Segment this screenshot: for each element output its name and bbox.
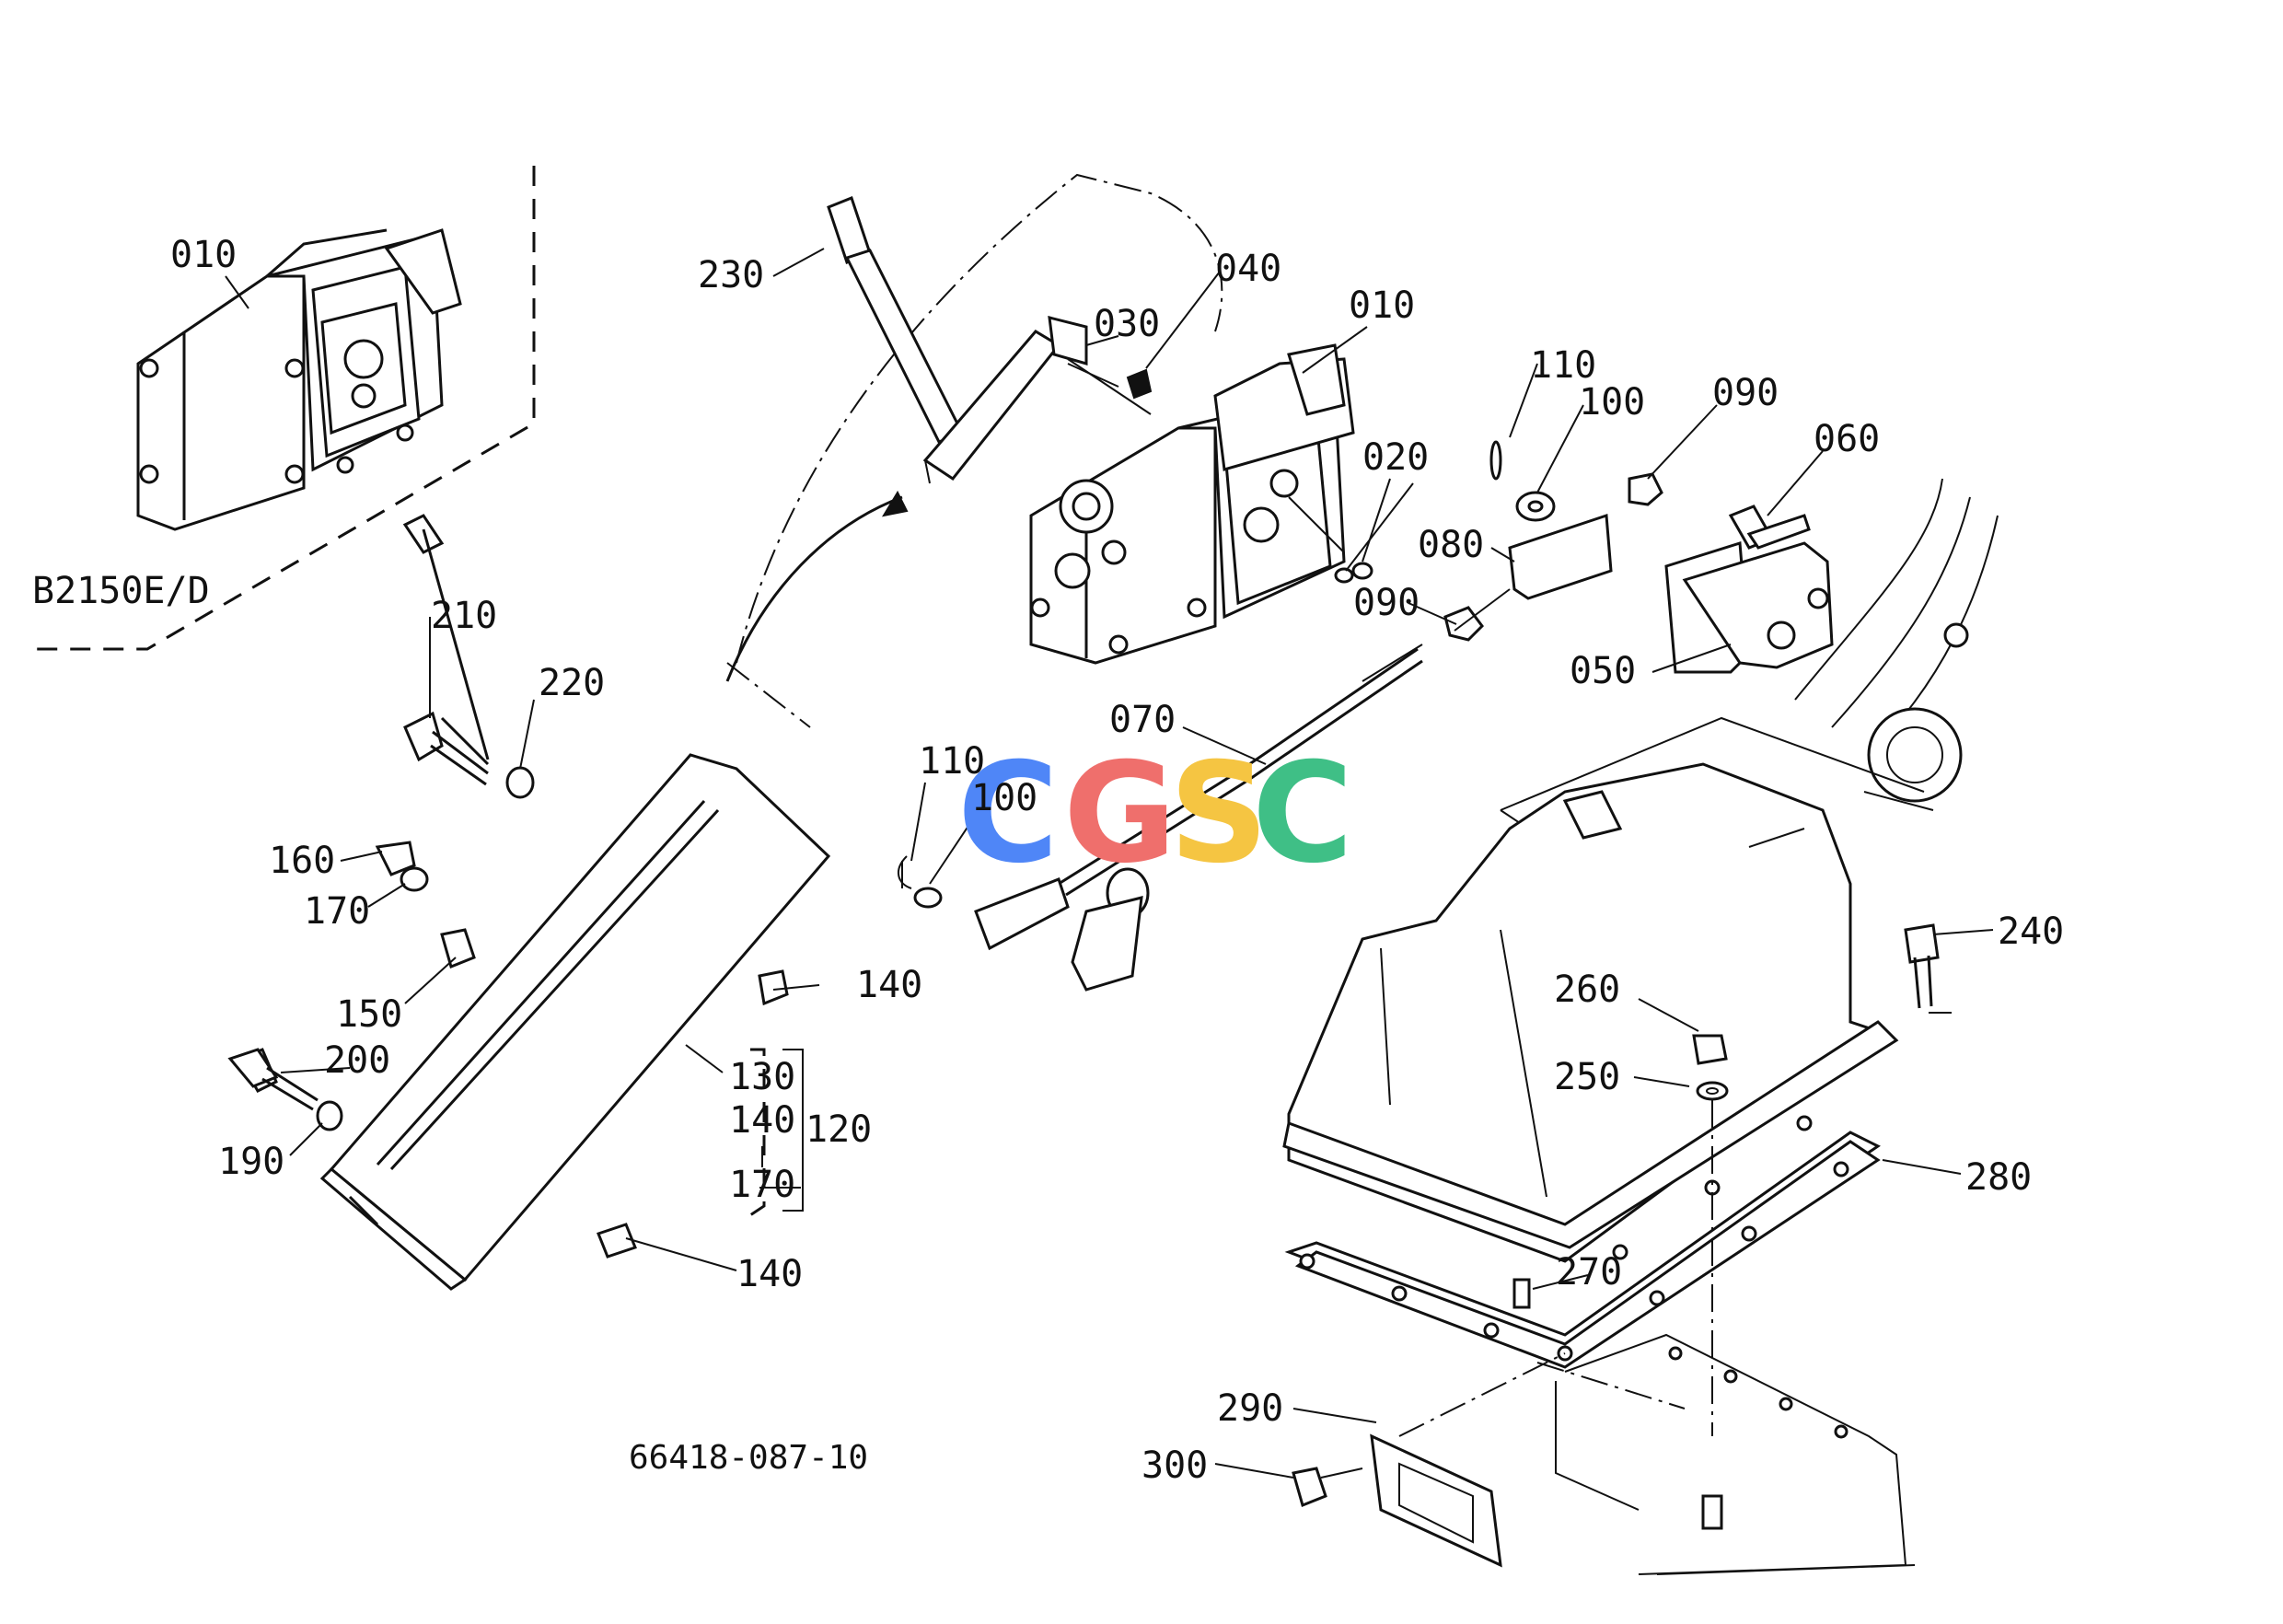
part-label: 230 <box>698 254 764 296</box>
watermark-letter-2: G <box>1063 734 1176 894</box>
part-label: 200 <box>324 1039 390 1082</box>
cover-fasteners <box>227 711 789 1259</box>
main-pump-drawing <box>1029 343 1355 665</box>
part-label: 130 <box>729 1056 795 1098</box>
part-labels: 010 230 030 040 010 110 100 090 060 020 … <box>170 234 2064 1487</box>
part-label: 250 <box>1554 1056 1620 1098</box>
part-label: 020 <box>1362 436 1429 479</box>
lower-housing <box>1398 1333 1916 1575</box>
part-label: 140 <box>856 964 922 1006</box>
part-label: 290 <box>1217 1387 1283 1430</box>
part-label: 190 <box>218 1141 284 1183</box>
part-label: 150 <box>336 993 402 1036</box>
watermark: C G S C <box>957 734 1353 894</box>
part-label: 090 <box>1712 372 1779 414</box>
watermark-letter-1: C <box>957 734 1059 894</box>
part-label: 060 <box>1814 418 1880 460</box>
part-label: 270 <box>1556 1251 1622 1293</box>
leader-lines <box>225 248 1994 1479</box>
control-rod <box>898 644 1423 992</box>
case-fasteners <box>1512 923 1952 1436</box>
watermark-letter-3: S <box>1169 734 1269 894</box>
watermark-letter-4: C <box>1252 734 1353 894</box>
part-label: 030 <box>1094 303 1160 345</box>
part-label: 170 <box>729 1164 795 1206</box>
part-label: 100 <box>971 777 1037 819</box>
part-label: 240 <box>1998 911 2064 953</box>
part-label: 010 <box>1349 284 1415 327</box>
part-label: 300 <box>1142 1444 1208 1487</box>
part-label: 010 <box>170 234 237 276</box>
part-label: 040 <box>1215 248 1281 290</box>
part-label: 140 <box>736 1253 803 1295</box>
linkage-small-parts <box>1334 440 1834 674</box>
gasket <box>1294 1115 1881 1369</box>
drawing-number: 66418-087-10 <box>629 1439 868 1477</box>
part-label: 080 <box>1418 524 1484 566</box>
fender-outline <box>725 173 1223 728</box>
part-label: 170 <box>304 890 370 933</box>
part-label: 110 <box>1530 344 1596 387</box>
part-label: 280 <box>1965 1156 2032 1199</box>
part-label: 110 <box>919 740 985 783</box>
part-label: 050 <box>1570 650 1636 692</box>
part-label: 140 <box>729 1099 795 1142</box>
part-label: 260 <box>1554 969 1620 1011</box>
frame-outline-right <box>1794 478 1999 811</box>
inset-pump-drawing <box>32 166 536 651</box>
part-label: 220 <box>539 662 605 704</box>
part-label: 120 <box>805 1108 872 1151</box>
part-label: 210 <box>431 595 497 637</box>
model-label: B2150E/D <box>32 570 210 612</box>
lever-assembly <box>827 196 1153 484</box>
part-label: 090 <box>1353 582 1420 624</box>
part-label: 100 <box>1579 381 1645 423</box>
cover-290 <box>1292 1433 1502 1568</box>
part-label: 070 <box>1109 699 1176 741</box>
part-label: 160 <box>269 840 335 882</box>
bracket-120 <box>782 1049 804 1212</box>
